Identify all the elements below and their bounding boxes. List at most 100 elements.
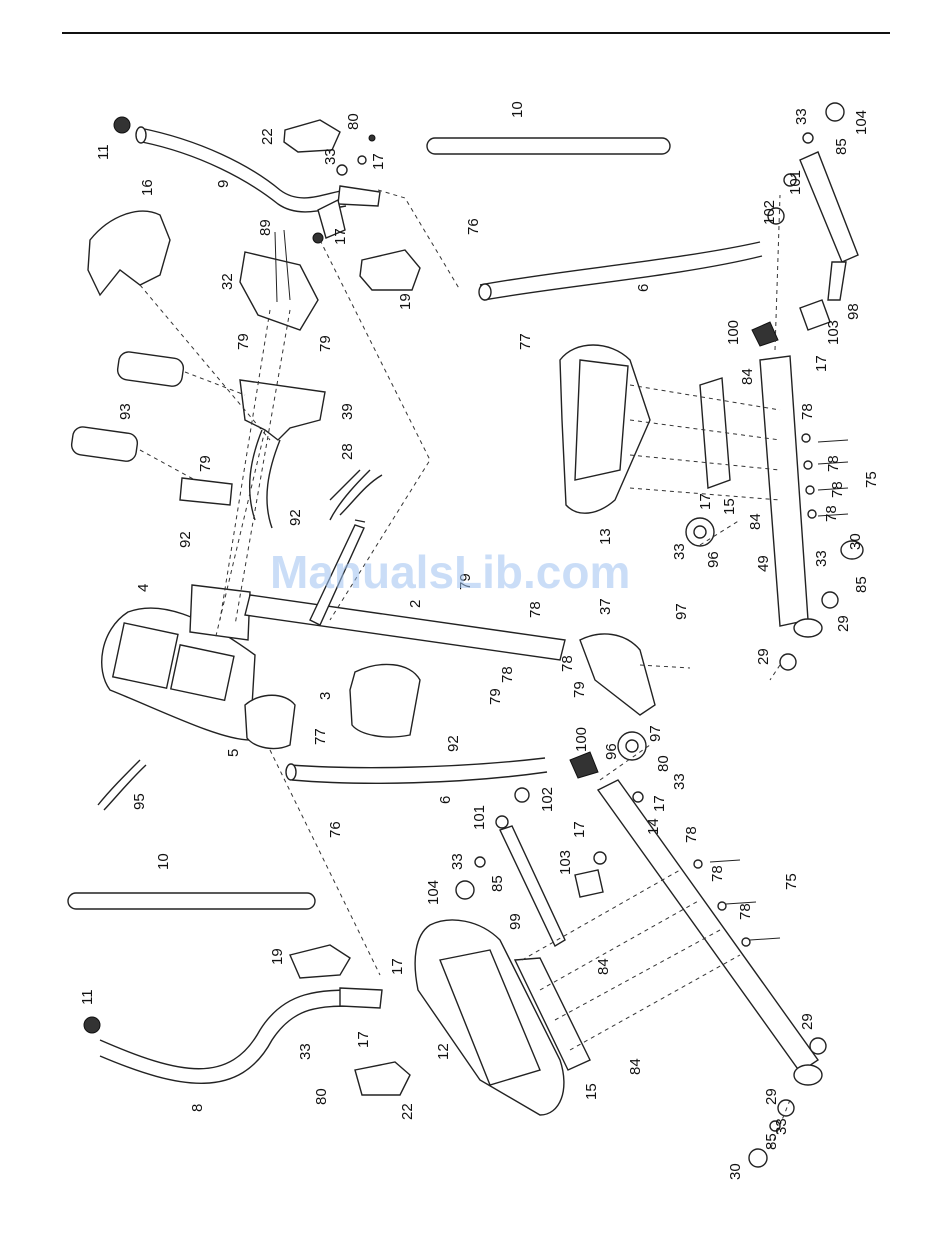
callout-32: 32	[219, 273, 236, 290]
callout-96: 96	[705, 551, 722, 568]
callout-92: 92	[287, 509, 304, 526]
pedal-arm-49	[759, 355, 823, 638]
callout-100: 100	[725, 320, 742, 345]
callout-29: 29	[763, 1088, 780, 1105]
callout-17: 17	[332, 228, 349, 245]
callout-103: 103	[557, 850, 574, 875]
callout-96: 96	[603, 743, 620, 760]
callout-33: 33	[793, 108, 810, 125]
lower-handlebar-8	[99, 987, 383, 1084]
pedal-arm-14	[596, 779, 823, 1086]
tube-10-top	[426, 137, 671, 155]
callout-93: 93	[117, 403, 134, 420]
callout-33: 33	[449, 853, 466, 870]
grip-93	[70, 351, 185, 462]
callout-49: 49	[755, 555, 772, 572]
wheel-96-bottom	[617, 731, 647, 761]
callout-85: 85	[763, 1133, 780, 1150]
link-arm-98	[799, 151, 859, 301]
callout-13: 13	[597, 528, 614, 545]
callout-17: 17	[697, 493, 714, 510]
callout-15: 15	[583, 1083, 600, 1100]
callout-99: 99	[507, 913, 524, 930]
callout-79: 79	[235, 333, 252, 350]
callout-84: 84	[627, 1058, 644, 1075]
callout-85: 85	[833, 138, 850, 155]
callout-78: 78	[683, 826, 700, 843]
callout-79: 79	[317, 335, 334, 352]
callout-104: 104	[425, 880, 442, 905]
callout-12: 12	[435, 1043, 452, 1060]
arm-6-top	[478, 241, 763, 301]
watermark-text: ManualsLib.com	[270, 546, 630, 598]
callout-100: 100	[573, 727, 590, 752]
callout-10: 10	[509, 101, 526, 118]
bracket-15-bottom	[513, 957, 591, 1071]
callout-101: 101	[471, 805, 488, 830]
shroud-3	[349, 663, 421, 738]
callout-15: 15	[721, 498, 738, 515]
callout-89: 89	[257, 219, 274, 236]
callout-14: 14	[645, 818, 662, 835]
callout-101: 101	[787, 170, 804, 195]
callout-30: 30	[727, 1163, 744, 1180]
callout-33: 33	[773, 1118, 790, 1135]
callout-17: 17	[389, 958, 406, 975]
callout-33: 33	[297, 1043, 314, 1060]
wheel-96-top	[685, 517, 715, 547]
shroud-19-bottom	[289, 944, 351, 979]
shroud-22-top	[283, 119, 341, 153]
callout-103: 103	[825, 320, 842, 345]
callout-17: 17	[370, 153, 387, 170]
callout-19: 19	[397, 293, 414, 310]
callout-6: 6	[437, 796, 454, 804]
callout-84: 84	[595, 958, 612, 975]
callout-33: 33	[671, 543, 688, 560]
bracket-15-top	[699, 377, 731, 489]
assembly-dashed-lines	[139, 189, 791, 1151]
callout-17: 17	[355, 1031, 372, 1048]
callout-37: 37	[597, 598, 614, 615]
callout-17: 17	[571, 821, 588, 838]
callout-4: 4	[135, 584, 152, 592]
callout-98: 98	[845, 303, 862, 320]
callout-39: 39	[339, 403, 356, 420]
callout-22: 22	[399, 1103, 416, 1120]
callout-75: 75	[783, 873, 800, 890]
shroud-19-top	[359, 249, 421, 291]
wheel-100-bottom	[569, 751, 599, 779]
end-cap-11-bottom	[83, 1016, 101, 1034]
callout-84: 84	[747, 513, 764, 530]
callout-78: 78	[499, 666, 516, 683]
callout-33: 33	[322, 148, 339, 165]
callout-78: 78	[799, 403, 816, 420]
callout-16: 16	[139, 179, 156, 196]
upper-handlebar-9	[135, 126, 381, 239]
link-arm-99	[499, 825, 566, 947]
callout-5: 5	[225, 749, 242, 757]
round-parts	[455, 102, 864, 1168]
callout-80: 80	[345, 113, 362, 130]
callout-92: 92	[177, 531, 194, 548]
callout-92: 92	[445, 735, 462, 752]
callout-33: 33	[813, 550, 830, 567]
callout-76: 76	[465, 218, 482, 235]
console-4	[101, 607, 256, 741]
callout-11: 11	[79, 989, 96, 1005]
bolts-75-78	[693, 433, 849, 947]
callout-77: 77	[312, 728, 329, 745]
callout-84: 84	[739, 368, 756, 385]
callout-11: 11	[95, 144, 112, 160]
hub-103-top	[799, 299, 831, 331]
bracket-92	[189, 584, 251, 641]
callout-79: 79	[457, 573, 474, 590]
callout-33: 33	[671, 773, 688, 790]
callout-78: 78	[709, 865, 726, 882]
wires-28	[329, 469, 383, 521]
callout-17: 17	[813, 355, 830, 372]
hub-103-bottom	[574, 869, 604, 898]
callout-78: 78	[527, 601, 544, 618]
callout-79: 79	[571, 681, 588, 698]
callout-80: 80	[313, 1088, 330, 1105]
